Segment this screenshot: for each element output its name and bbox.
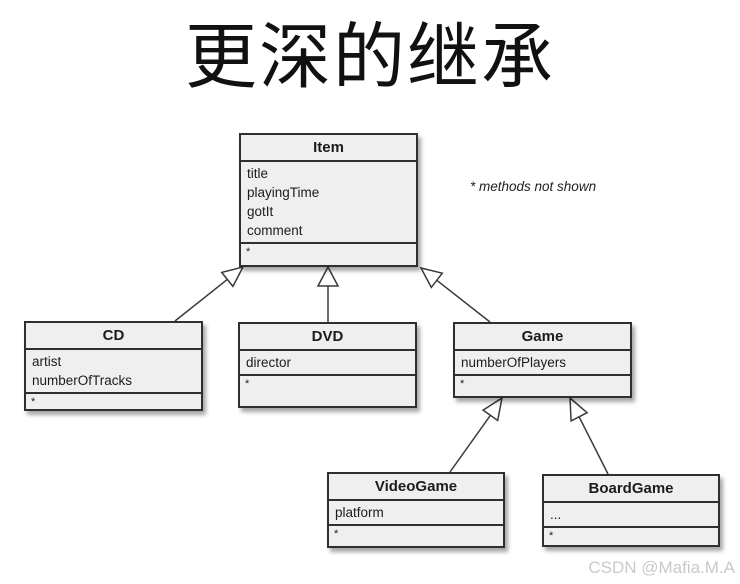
generalization-arrowhead-game-item xyxy=(419,266,444,289)
attribute: platform xyxy=(335,505,384,520)
attribute: title xyxy=(247,166,269,181)
class-attributes: platform xyxy=(329,501,503,526)
edge-videogame-game xyxy=(449,414,492,473)
edge-game-item xyxy=(436,279,491,323)
class-box-item: Item title playingTime gotIt comment * xyxy=(239,133,418,267)
attribute: playingTime xyxy=(247,185,320,200)
class-name: VideoGame xyxy=(329,474,503,501)
class-name: BoardGame xyxy=(544,476,718,503)
class-attributes: director xyxy=(240,351,415,376)
class-methods-placeholder: * xyxy=(245,378,250,390)
class-methods-placeholder: * xyxy=(31,396,36,408)
csdn-watermark: CSDN @Mafia.M.A xyxy=(588,558,735,577)
generalization-arrowhead-cd-item xyxy=(220,265,245,288)
class-methods-placeholder: * xyxy=(549,530,554,542)
slide-title: 更深的继承 xyxy=(184,18,555,98)
attribute: comment xyxy=(247,223,303,238)
generalization-arrowhead-videogame-game xyxy=(481,396,504,422)
class-box-dvd: DVD director * xyxy=(238,322,417,408)
class-name: CD xyxy=(26,323,201,350)
attribute: gotIt xyxy=(247,204,274,219)
class-box-cd: CD artist numberOfTracks * xyxy=(24,321,203,411)
class-box-boardgame: BoardGame ... * xyxy=(542,474,720,547)
class-box-videogame: VideoGame platform * xyxy=(327,472,505,548)
class-methods-placeholder: * xyxy=(460,378,465,390)
class-methods-placeholder: * xyxy=(334,528,339,540)
attribute: director xyxy=(246,355,292,370)
class-attributes: title playingTime gotIt comment xyxy=(241,162,416,244)
edge-cd-item xyxy=(174,278,228,322)
class-attributes: ... xyxy=(544,503,718,528)
generalization-arrowhead-boardgame-game xyxy=(569,396,589,423)
class-methods-placeholder: * xyxy=(246,246,251,258)
generalization-arrowhead-dvd-item xyxy=(316,265,340,287)
class-name: Game xyxy=(455,324,630,351)
class-box-game: Game numberOfPlayers * xyxy=(453,322,632,398)
class-attributes: numberOfPlayers xyxy=(455,351,630,376)
class-name: DVD xyxy=(240,324,415,351)
methods-not-shown-note: * methods not shown xyxy=(470,179,597,194)
class-name: Item xyxy=(241,135,416,162)
attribute: numberOfPlayers xyxy=(461,355,567,370)
attribute: artist xyxy=(32,354,62,369)
edge-boardgame-game xyxy=(578,416,609,475)
attribute: ... xyxy=(550,507,562,522)
class-attributes: artist numberOfTracks xyxy=(26,350,201,394)
attribute: numberOfTracks xyxy=(32,373,133,388)
